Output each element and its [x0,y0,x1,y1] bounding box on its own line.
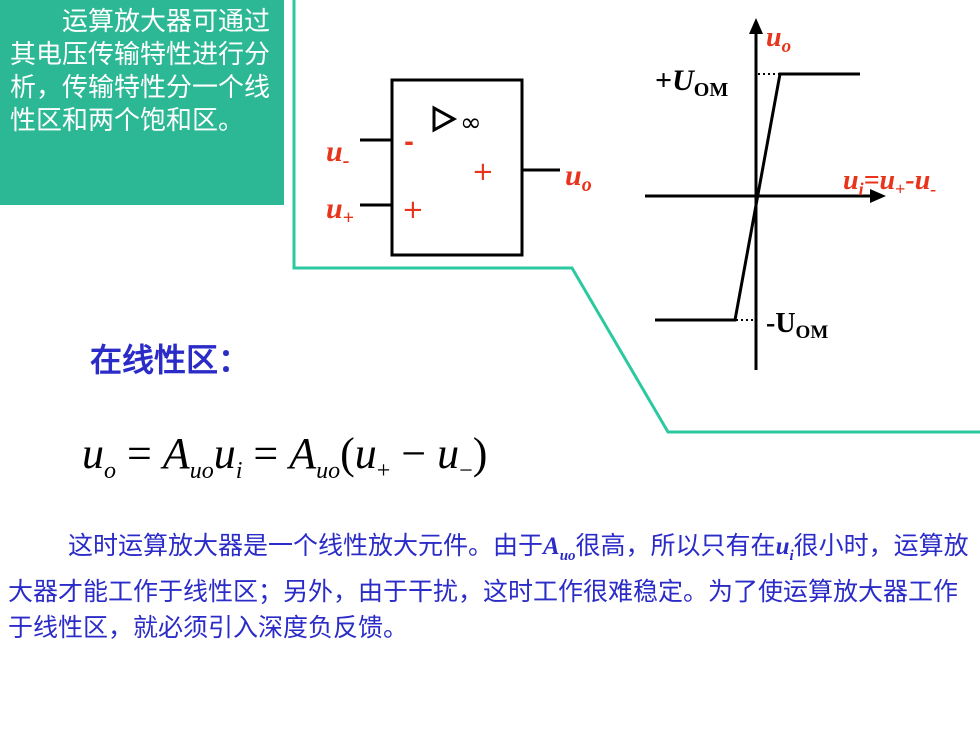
opamp-infinity: ∞ [460,108,482,138]
formula-minus: − [390,429,438,478]
linear-region-title: 在线性区： [90,341,251,379]
intro-note: 运算放大器可通过其电压传输特性进行分析，传输特性分一个线性区和两个饱和区。 [0,0,284,205]
y-axis-arrow-icon [749,18,763,34]
description-paragraph: 这时运算放大器是一个线性放大元件。由于Auo很高，所以只有在ui很小时，运算放大… [8,528,973,646]
input-plus-label: u+ [326,192,354,229]
y-axis-label: uo [766,22,791,57]
opamp-minus-sign: - [404,128,414,156]
desc-part1: 这时运算放大器是一个线性放大元件。由于 [68,531,544,560]
formula-uo-sub: o [104,457,116,484]
formula-eq2: = [242,429,290,478]
x-axis-label: ui=u+-u- [843,165,936,199]
formula-uplus: u [354,429,377,478]
opamp-plus-sign: + [402,195,424,225]
formula-uminus: u [437,429,460,478]
formula-a2-sub: uo [316,457,341,484]
formula-ui: u [213,429,236,478]
formula-uplus-sub: + [376,457,391,484]
intro-note-text: 运算放大器可通过其电压传输特性进行分析，传输特性分一个线性区和两个饱和区。 [10,7,271,136]
desc-sym-auo: A [543,533,560,560]
transfer-curve [655,72,860,322]
formula-a1: A [162,429,190,478]
formula-a2: A [289,429,317,478]
formula-uminus-sub: − [459,457,473,484]
pos-sat-label: +UOM [655,64,728,101]
transfer-characteristic: uo ui=u+-u- +UOM -UOM [645,18,936,370]
formula-paren-open: ( [340,429,355,478]
x-axis-arrow-icon [870,189,886,203]
desc-sym-auo-sub: uo [559,548,576,564]
desc-part2: 很高，所以只有在 [575,531,776,560]
formula-paren-close: ) [472,429,488,478]
linear-formula: uo = Auoui = Auo(u+ − u−) [82,428,487,485]
formula-eq1: = [116,429,163,478]
output-label: uo [565,159,592,196]
callout-outline [292,0,980,434]
neg-sat-label: -UOM [766,308,828,343]
desc-sym-ui-sub: i [789,548,794,564]
formula-a1-sub: uo [189,457,214,484]
opamp-symbol: ∞ - + + u- u+ uo [326,78,592,257]
opamp-triangle-icon [432,105,458,133]
input-minus-label: u- [326,135,349,172]
formula-ui-sub: i [235,457,243,484]
formula-uo: u [82,429,104,478]
desc-sym-ui: u [775,533,790,560]
desc-part3: 很小时，运算放大器才能工作于线性区；另外，由于干扰，这时工作很难稳定。为了使运算… [8,531,969,642]
opamp-out-plus: + [472,157,494,187]
opamp-box [390,78,524,257]
